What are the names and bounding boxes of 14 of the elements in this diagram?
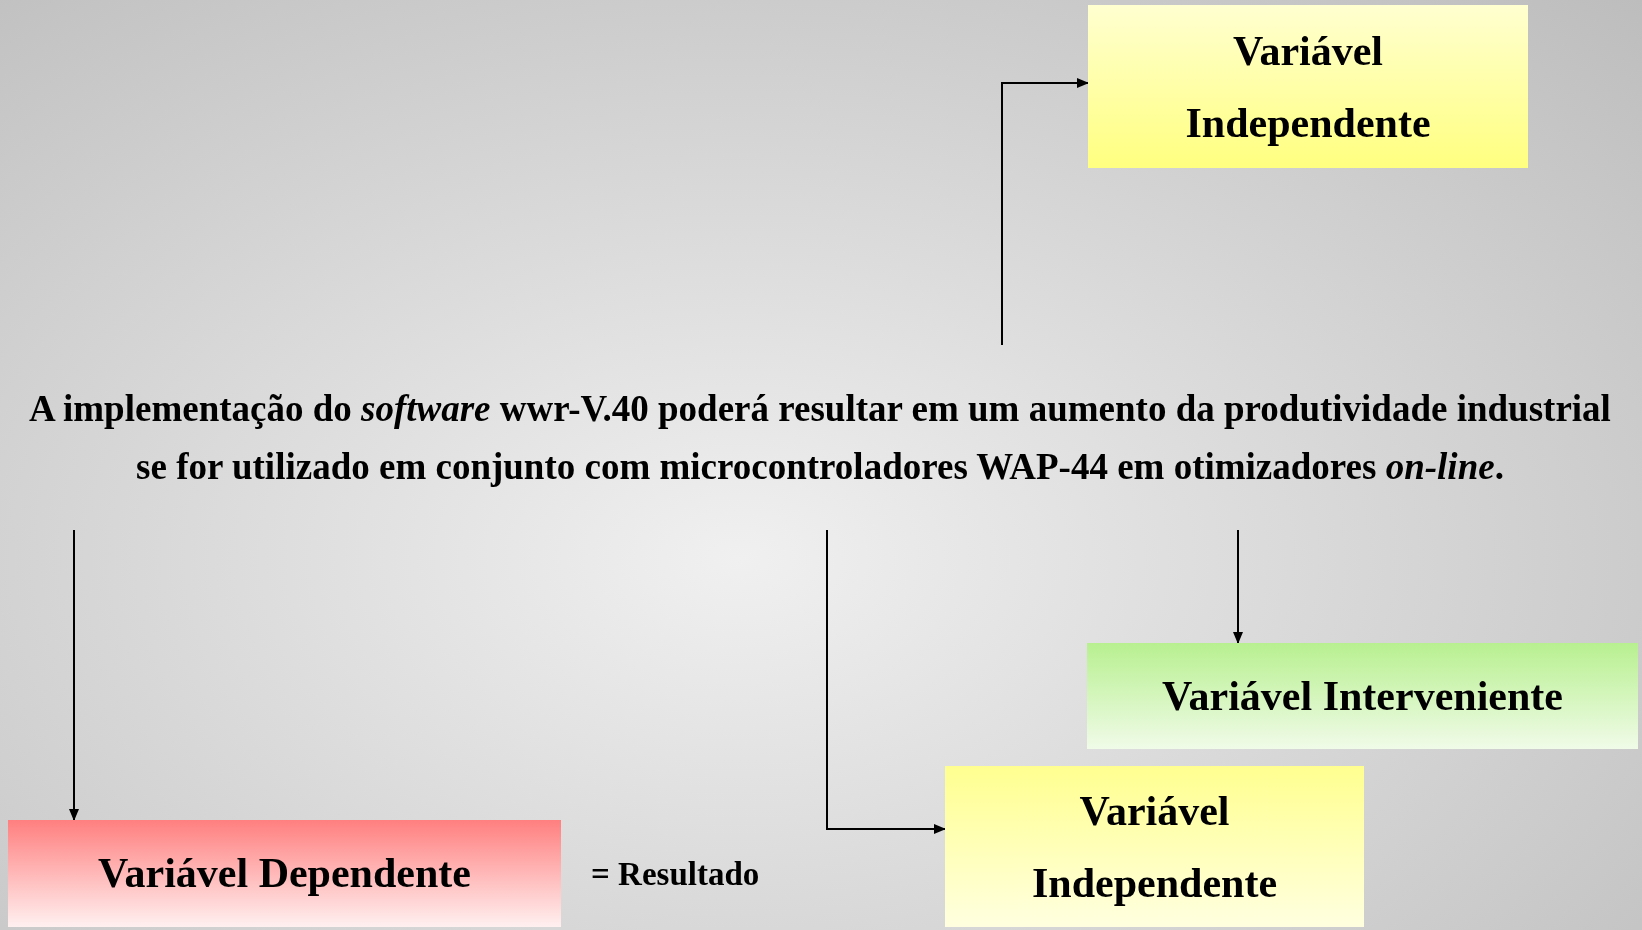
node-text: Variável Interveniente <box>1162 671 1563 721</box>
leader-line <box>1001 78 1089 346</box>
variable-box <box>8 820 561 927</box>
node-text: Variável Independente <box>1184 26 1432 148</box>
leader-line <box>1233 529 1243 644</box>
variable-box <box>945 766 1364 927</box>
variable-box <box>1087 643 1638 749</box>
node-text: Variável Independente <box>1030 786 1279 908</box>
variable-box <box>1088 5 1528 168</box>
node-text: Variável Dependente <box>98 849 471 898</box>
leader-line <box>826 529 946 834</box>
result-note: = Resultado <box>591 855 760 894</box>
node-text: A implementação do software wwr-V.40 poderá resultar em um aumento da produtividade industrial se for utilizado em conjunto com microcontroladores WAP-44 em otimizadores on-line. <box>28 386 1612 489</box>
leader-line <box>69 529 79 821</box>
